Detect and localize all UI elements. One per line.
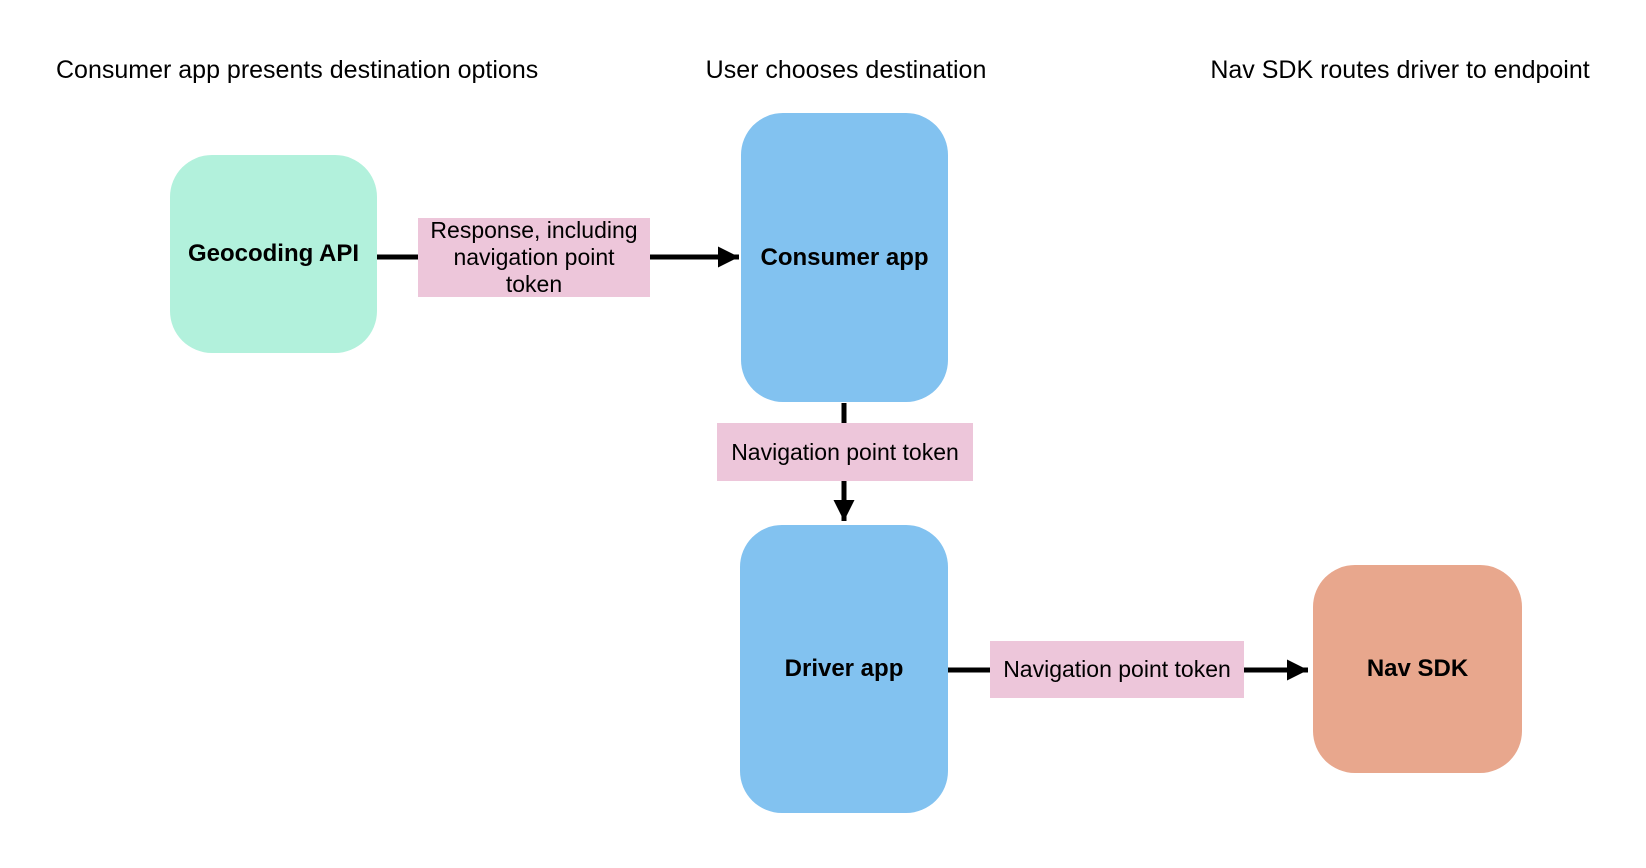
node-geocoding-api: Geocoding API	[170, 155, 377, 353]
phase-heading-nav-sdk-routes: Nav SDK routes driver to endpoint	[1210, 56, 1590, 84]
node-consumer-app: Consumer app	[741, 113, 948, 402]
edge-label-driver-to-navsdk-token: Navigation point token	[990, 641, 1244, 698]
node-label-nav-sdk: Nav SDK	[1366, 655, 1469, 682]
edge-label-response-including-token: Response, including navigation point tok…	[418, 217, 650, 297]
node-nav-sdk: Nav SDK	[1313, 565, 1522, 773]
node-label-geocoding-api: Geocoding API	[187, 240, 360, 267]
node-driver-app: Driver app	[740, 525, 948, 813]
edge-label-consumer-to-driver-token: Navigation point token	[717, 423, 973, 481]
phase-heading-user-chooses: User chooses destination	[705, 56, 987, 84]
phase-heading-consumer-presents: Consumer app presents destination option…	[56, 56, 539, 84]
node-label-consumer-app: Consumer app	[760, 243, 929, 271]
node-label-driver-app: Driver app	[784, 655, 904, 682]
